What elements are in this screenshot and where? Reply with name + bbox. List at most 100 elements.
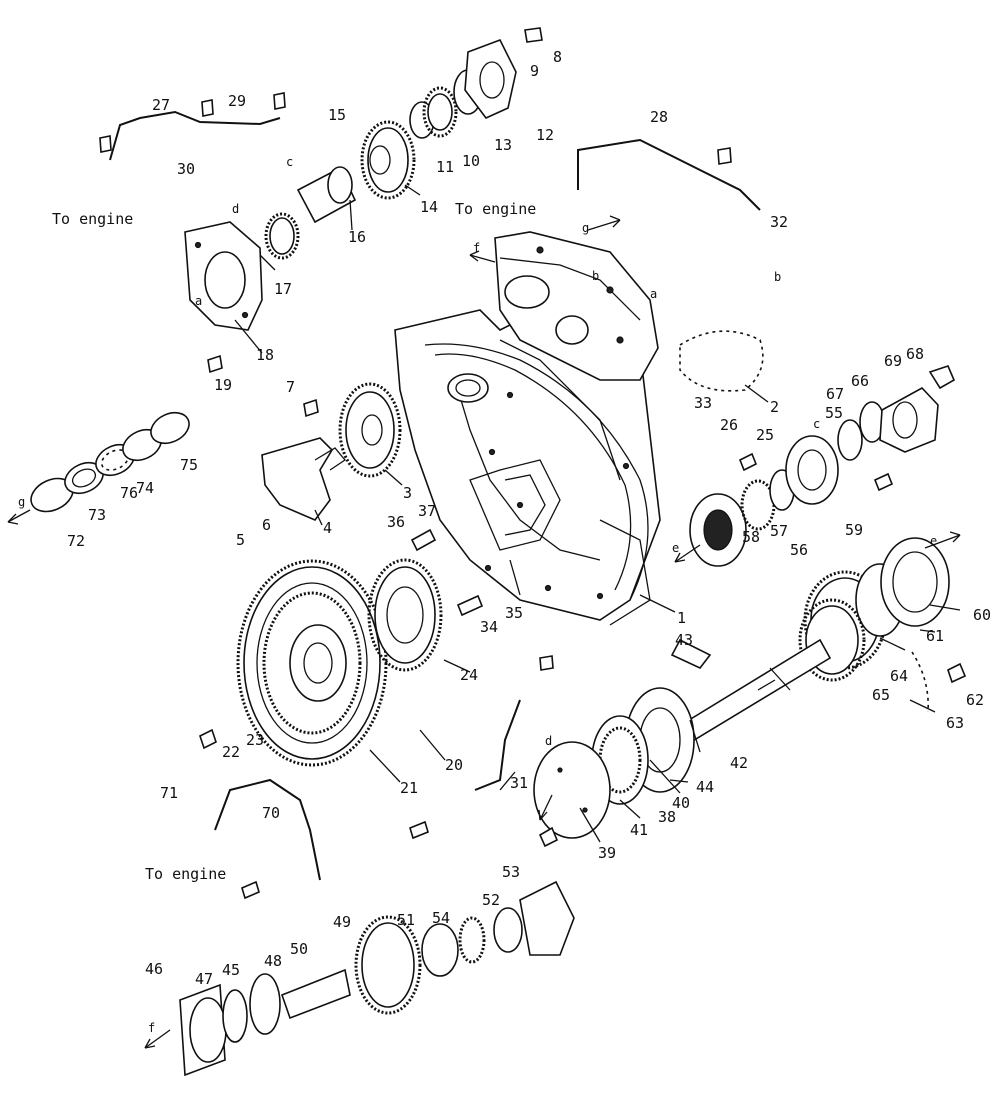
callout-35: 35 [505, 604, 523, 622]
callout-68: 68 [906, 345, 924, 363]
letter-mark-d-2: d [545, 734, 552, 748]
callout-60: 60 [973, 606, 991, 624]
callout-28: 28 [650, 108, 668, 126]
letter-mark-c-2: c [813, 417, 820, 431]
callout-56: 56 [790, 541, 808, 559]
callout-2: 2 [770, 398, 779, 416]
to-engine-label-bottom: To engine [145, 865, 226, 883]
callout-59: 59 [845, 521, 863, 539]
callout-71: 71 [160, 784, 178, 802]
output-shaft-assembly [533, 537, 950, 839]
flywheel-21 [236, 559, 388, 767]
callout-64: 64 [890, 667, 908, 685]
callout-14: 14 [420, 198, 438, 216]
callout-47: 47 [195, 970, 213, 988]
callout-32: 32 [770, 213, 788, 231]
to-engine-label-left: To engine [52, 210, 133, 228]
callout-29: 29 [228, 92, 246, 110]
callout-12: 12 [536, 126, 554, 144]
callout-44: 44 [696, 778, 714, 796]
letter-mark-g-2: g [582, 221, 589, 235]
callout-43: 43 [675, 631, 693, 649]
bolts [99, 27, 967, 900]
callout-34: 34 [480, 618, 498, 636]
callout-45: 45 [222, 961, 240, 979]
callout-30: 30 [177, 160, 195, 178]
callout-70: 70 [262, 804, 280, 822]
oil-pipes [109, 110, 761, 881]
letter-mark-e-2: e [930, 534, 937, 548]
callout-23: 23 [246, 731, 264, 749]
callout-38: 38 [658, 808, 676, 826]
callout-40: 40 [672, 794, 690, 812]
left-seal-group [30, 411, 190, 513]
callout-1: 1 [677, 609, 686, 627]
callout-63: 63 [946, 714, 964, 732]
callout-66: 66 [851, 372, 869, 390]
gasket-2 [679, 330, 764, 392]
callout-54: 54 [432, 909, 450, 927]
callout-16: 16 [348, 228, 366, 246]
callout-55: 55 [825, 404, 843, 422]
callout-10: 10 [462, 152, 480, 170]
callout-58: 58 [742, 528, 760, 546]
callout-19: 19 [214, 376, 232, 394]
callout-46: 46 [145, 960, 163, 978]
callout-7: 7 [286, 378, 295, 396]
callout-65: 65 [872, 686, 890, 704]
callout-72: 72 [67, 532, 85, 550]
callout-48: 48 [264, 952, 282, 970]
callout-25: 25 [756, 426, 774, 444]
callout-41: 41 [630, 821, 648, 839]
letter-mark-f-2: f [148, 1021, 155, 1035]
callout-layer: 1234567891011121314151617181920212223242… [67, 48, 991, 988]
main-housing [394, 309, 661, 626]
callout-62: 62 [966, 691, 984, 709]
direction-arrows [7, 215, 961, 1049]
upper-left-assembly [184, 120, 416, 331]
callout-53: 53 [502, 863, 520, 881]
letter-mark-a-1: a [195, 294, 202, 308]
ring-gear-24 [367, 558, 443, 672]
letter-mark-d-1: d [232, 202, 239, 216]
callout-39: 39 [598, 844, 616, 862]
top-gear-case [494, 231, 659, 381]
to-engine-label-right: To engine [455, 200, 536, 218]
callout-67: 67 [826, 385, 844, 403]
callout-17: 17 [274, 280, 292, 298]
callout-69: 69 [884, 352, 902, 370]
leader-lines [234, 184, 961, 843]
callout-37: 37 [418, 502, 436, 520]
callout-61: 61 [926, 627, 944, 645]
callout-9: 9 [530, 62, 539, 80]
callout-73: 73 [88, 506, 106, 524]
gear-3 [338, 382, 402, 478]
callout-8: 8 [553, 48, 562, 66]
callout-42: 42 [730, 754, 748, 772]
callout-52: 52 [482, 891, 500, 909]
callout-76: 76 [120, 484, 138, 502]
cover-4 [261, 437, 346, 521]
callout-57: 57 [770, 522, 788, 540]
callout-20: 20 [445, 756, 463, 774]
letter-mark-b-2: b [774, 270, 781, 284]
callout-3: 3 [403, 484, 412, 502]
letter-mark-e-1: e [672, 541, 679, 555]
callout-13: 13 [494, 136, 512, 154]
callout-5: 5 [236, 531, 245, 549]
callout-11: 11 [436, 158, 454, 176]
callout-24: 24 [460, 666, 478, 684]
callout-36: 36 [387, 513, 405, 531]
callout-27: 27 [152, 96, 170, 114]
right-bearing-group [689, 365, 956, 567]
callout-21: 21 [400, 779, 418, 797]
callout-22: 22 [222, 743, 240, 761]
bottom-shaft-assembly [179, 880, 575, 1077]
callout-51: 51 [397, 911, 415, 929]
callout-26: 26 [720, 416, 738, 434]
callout-49: 49 [333, 913, 351, 931]
callout-18: 18 [256, 346, 274, 364]
letter-mark-g-1: g [18, 495, 25, 509]
